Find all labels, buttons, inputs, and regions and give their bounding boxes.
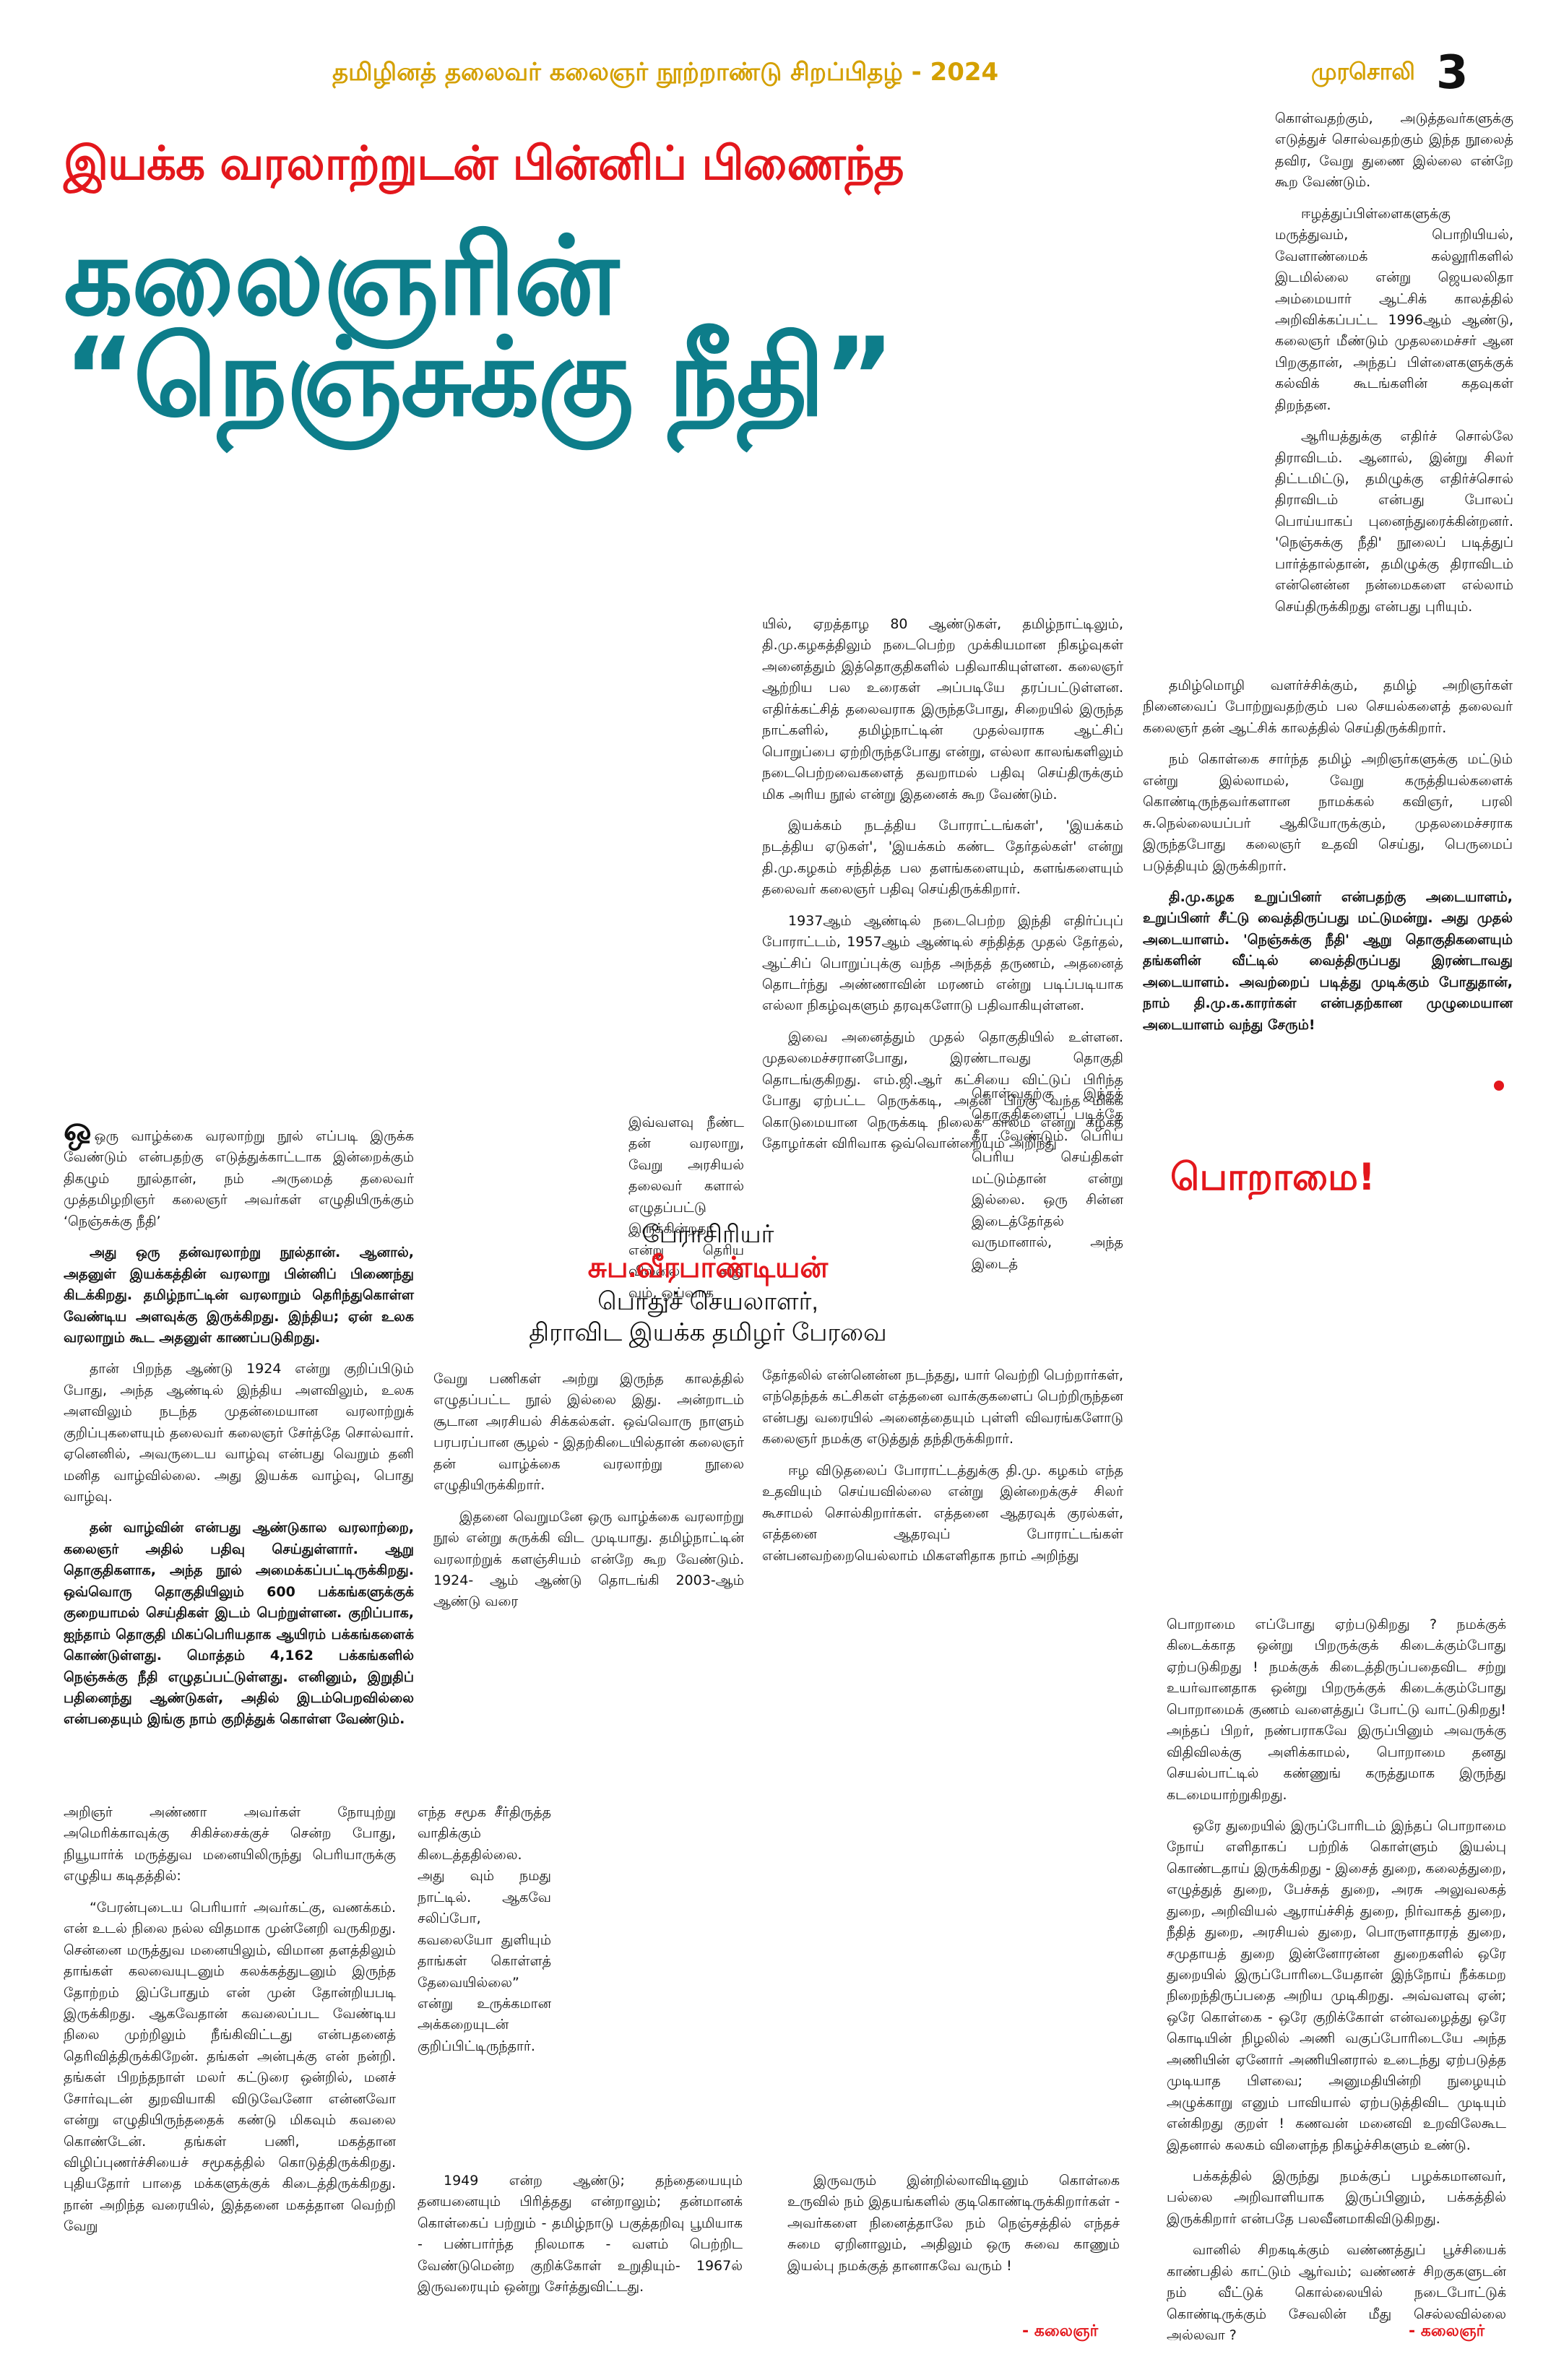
- article-paragraph: தமிழ்மொழி வளர்ச்சிக்கும், தமிழ் அறிஞர்கள…: [1143, 678, 1513, 736]
- sidebar-paragraph: பொறாமை எப்போது ஏற்படுகிறது ? நமக்குக் கி…: [1167, 1617, 1506, 1803]
- author-title: பொதுச் செயலாளர்,: [597, 1288, 818, 1315]
- page-number: 3: [1436, 46, 1469, 100]
- article-paragraph: கொள்வதற்கும், அடுத்தவர்களுக்கு எடுத்துச்…: [1275, 111, 1513, 191]
- letter-paragraph: இருவரும் இன்றில்லாவிடினும் கொள்கை உருவில…: [787, 2173, 1120, 2274]
- sidebar-column: பொறாமை எப்போது ஏற்படுகிறது ? நமக்குக் கி…: [1167, 1614, 1506, 2356]
- article-paragraph: கொள்வதற்கு இந்தத் தொகுதிகளைப் படித்தே தீ…: [972, 1086, 1123, 1272]
- drop-cap: ஒ: [64, 1109, 92, 1148]
- article-paragraph: நம் கொள்கை சார்ந்த தமிழ் அறிஞர்களுக்கு ம…: [1143, 751, 1513, 874]
- sidebar-title: பொறாமை!: [1170, 1156, 1375, 1199]
- headline-line1: கலைஞரின்: [64, 214, 619, 339]
- article-wide-right-column: தமிழ்மொழி வளர்ச்சிக்கும், தமிழ் அறிஞர்கள…: [1143, 675, 1513, 1046]
- article-paragraph: தன் வாழ்வின் என்பது ஆண்டுகால வரலாற்றை, க…: [64, 1520, 414, 1728]
- paper-name: முரசொலி: [1311, 58, 1415, 85]
- article-paragraph: அது ஒரு தன்வரலாற்று நூல்தான். ஆனால், அதன…: [64, 1245, 414, 1346]
- headline-line2: “நெஞ்சுக்கு நீதி”: [64, 315, 895, 441]
- sidebar-signoff: - கலைஞர்: [1409, 2322, 1485, 2340]
- letter-column-2-top: எந்த சமூக சீர்திருத்த வாதிக்கும் கிடைத்த…: [418, 1802, 551, 2067]
- author-honorific: பேராசிரியர்: [641, 1221, 774, 1248]
- letter-signoff: - கலைஞர்: [1022, 2322, 1099, 2340]
- article-paragraph: வேறு பணிகள் அற்று இருந்த காலத்தில் எழுதப…: [433, 1371, 744, 1494]
- article-right-narrow-column: கொள்வதற்கு இந்தத் தொகுதிகளைப் படித்தே தீ…: [972, 1083, 1123, 1285]
- letter-paragraph: எந்த சமூக சீர்திருத்த வாதிக்கும் கிடைத்த…: [418, 1804, 551, 2054]
- author-name: சுப.வீரபாண்டியன்: [587, 1252, 829, 1284]
- sidebar-paragraph: வானில் சிறகடிக்கும் வண்ணத்துப் பூச்சியைக…: [1167, 2242, 1506, 2343]
- headline-kicker: இயக்க வரலாற்றுடன் பின்னிப் பிணைந்த: [64, 137, 904, 191]
- letter-paragraph: “பேரன்புடைய பெரியார் அவர்கட்கு, வணக்கம்.…: [64, 1899, 396, 2235]
- issue-series-title: தமிழினத் தலைவர் கலைஞர் நூற்றாண்டு சிறப்ப…: [332, 58, 999, 87]
- article-right-lower-column: தேர்தலில் என்னென்ன நடந்தது, யார் வெற்றி …: [762, 1365, 1123, 1577]
- article-paragraph: ஈழத்துப்பிள்ளைகளுக்கு மருத்துவம், பொறியி…: [1275, 205, 1513, 413]
- article-center-column: வேறு பணிகள் அற்று இருந்த காலத்தில் எழுதப…: [433, 1369, 744, 1623]
- author-organization: திராவிட இயக்க தமிழர் பேரவை: [529, 1319, 887, 1346]
- sidebar-paragraph: ஒரே துறையில் இருப்போரிடம் இந்தப் பொறாமை …: [1167, 1817, 1506, 2153]
- article-paragraph: இயக்கம் நடத்திய போராட்டங்கள்', 'இயக்கம் …: [762, 817, 1123, 898]
- article-paragraph: ஆரியத்துக்கு எதிர்ச் சொல்லே திராவிடம். ஆ…: [1275, 428, 1513, 615]
- article-paragraph: இவ்வளவு நீண்ட தன் வரலாறு, வேறு அரசியல் த…: [628, 1115, 744, 1301]
- article-opening-text: ஒரு வாழ்க்கை வரலாற்று நூல் எப்படி இருக்க…: [64, 1128, 414, 1229]
- article-paragraph: தேர்தலில் என்னென்ன நடந்தது, யார் வெற்றி …: [762, 1367, 1123, 1448]
- sidebar-paragraph: பக்கத்தில் இருந்து நமக்குப் பழக்கமானவர்,…: [1167, 2168, 1506, 2227]
- article-paragraph: 1937ஆம் ஆண்டில் நடைபெற்ற இந்தி எதிர்ப்பு…: [762, 912, 1123, 1014]
- letter-column-2-bottom: 1949 என்ற ஆண்டு; தந்தையையும் தனயனையும் ப…: [418, 2171, 743, 2308]
- article-paragraph: யில், ஏறத்தாழ 80 ஆண்டுகள், தமிழ்நாட்டிலு…: [762, 616, 1123, 802]
- author-byline: பேராசிரியர் சுப.வீரபாண்டியன் பொதுச் செயல…: [455, 1221, 961, 1350]
- end-of-article-dot: [1494, 1081, 1504, 1091]
- letter-column-1: அறிஞர் அண்ணா அவர்கள் நோயுற்று அமெரிக்காவ…: [64, 1802, 396, 2248]
- letter-paragraph: 1949 என்ற ஆண்டு; தந்தையையும் தனயனையும் ப…: [418, 2173, 743, 2295]
- article-paragraph: தான் பிறந்த ஆண்டு 1924 என்று குறிப்பிடும…: [64, 1361, 414, 1505]
- article-right-column: யில், ஏறத்தாழ 80 ஆண்டுகள், தமிழ்நாட்டிலு…: [762, 614, 1123, 1165]
- article-paragraph: ஈழ விடுதலைப் போராட்டத்துக்கு தி.மு. கழகம…: [762, 1462, 1123, 1564]
- article-paragraph: இவை அனைத்தும் முதல் தொகுதியில் உள்ளன. மு…: [762, 1029, 1123, 1152]
- article-paragraph: இதனை வெறுமனே ஒரு வாழ்க்கை வரலாற்று நூல் …: [433, 1508, 744, 1610]
- letter-paragraph: அறிஞர் அண்ணா அவர்கள் நோயுற்று அமெரிக்காவ…: [64, 1804, 396, 1884]
- letter-column-3: இருவரும் இன்றில்லாவிடினும் கொள்கை உருவில…: [787, 2171, 1120, 2287]
- article-center-top-column: இவ்வளவு நீண்ட தன் வரலாறு, வேறு அரசியல் த…: [628, 1112, 744, 1314]
- article-far-right-column: கொள்வதற்கும், அடுத்தவர்களுக்கு எடுத்துச்…: [1275, 108, 1513, 628]
- article-closing-paragraph: தி.மு.கழக உறுப்பினர் என்பதற்கு அடையாளம்,…: [1143, 888, 1513, 1033]
